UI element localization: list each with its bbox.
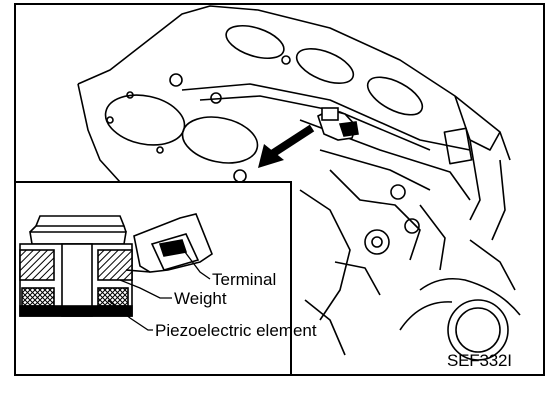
engine-block <box>77 5 521 361</box>
label-weight: Weight <box>174 289 227 308</box>
location-arrow <box>258 124 315 168</box>
label-piezoelectric-element: Piezoelectric element <box>155 321 317 340</box>
inset-panel <box>14 181 292 376</box>
label-terminal: Terminal <box>212 270 277 289</box>
figure-code: SEF332I <box>447 351 512 370</box>
leader-lines <box>107 247 211 331</box>
sensor-cross-section <box>19 213 213 317</box>
knock-sensor-on-block <box>317 107 359 141</box>
